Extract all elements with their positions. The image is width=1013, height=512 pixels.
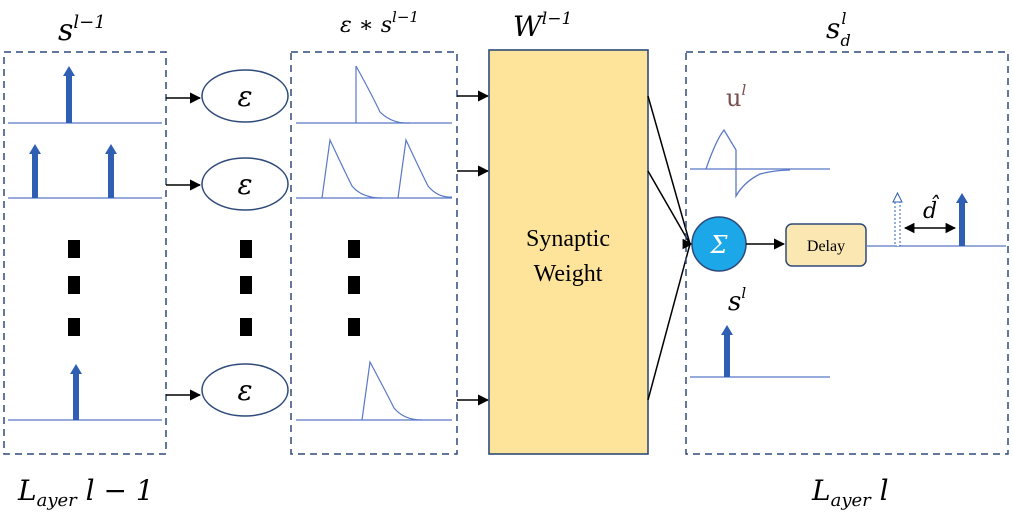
kernel-symbol: ε [237, 80, 252, 113]
weight-to-sum-connections [647, 95, 691, 401]
vertical-ellipsis-kernels [240, 240, 252, 336]
synaptic-weight-line1: Synaptic [526, 226, 610, 252]
spike [724, 333, 730, 377]
psp-curve [361, 360, 423, 421]
psp-curve [321, 137, 383, 199]
layer-prev-label: Layer l − 1 [17, 474, 154, 511]
spike-head [63, 66, 75, 76]
layer-current-label: Layer l [811, 474, 889, 511]
membrane-curve [705, 128, 791, 199]
kernel-1: ε [201, 69, 289, 123]
delayed-spike-head [956, 193, 968, 203]
weight-label: Wl−1 [513, 9, 572, 43]
synaptic-weight-line2: Weight [534, 261, 603, 287]
spike [73, 372, 79, 420]
spike [32, 152, 38, 198]
membrane-label: ul [726, 81, 746, 112]
summation-node: Σ [682, 216, 747, 272]
delay-label: Delay [807, 238, 845, 255]
output-spike-train [690, 325, 830, 378]
input-spike-train-1 [8, 66, 162, 124]
sum-symbol: Σ [710, 231, 729, 259]
spike-head [70, 364, 82, 374]
spike [108, 152, 114, 198]
delay-hat-label: d̂ [923, 195, 940, 224]
layer-l-box [685, 51, 1009, 455]
spike-head [29, 144, 41, 154]
spike [66, 74, 72, 123]
kernel-symbol: ε [237, 168, 252, 201]
input-spike-train-2 [8, 144, 162, 199]
original-spike-ghost-head [892, 191, 903, 203]
vertical-ellipsis-psp [348, 240, 360, 336]
spike-head [721, 325, 733, 335]
original-spike-ghost [894, 201, 901, 247]
psp-box [290, 51, 458, 455]
kernel-n: ε [201, 363, 289, 417]
spike-head [105, 144, 117, 154]
kernel-2: ε [201, 157, 289, 211]
input-spike-train-n [8, 364, 162, 421]
vertical-ellipsis-left [68, 240, 80, 336]
psp-train-2 [296, 137, 453, 199]
psp-train-n [296, 360, 452, 421]
s-prev-label: sl−1 [58, 12, 106, 48]
delayed-output: d̂ [866, 191, 1006, 247]
delay-block: Delay [785, 223, 867, 267]
psp-curve [397, 137, 453, 199]
psp-train-1 [296, 65, 452, 124]
conv-label: ε ∗ sl−1 [340, 8, 419, 38]
psp-curve [355, 65, 411, 124]
spike-out-label: sl [728, 284, 746, 317]
synaptic-weight-block [488, 49, 649, 455]
input-spikes-box [3, 51, 167, 455]
kernel-symbol: ε [237, 374, 252, 407]
delayed-spike [959, 201, 965, 246]
membrane-potential [690, 128, 830, 199]
